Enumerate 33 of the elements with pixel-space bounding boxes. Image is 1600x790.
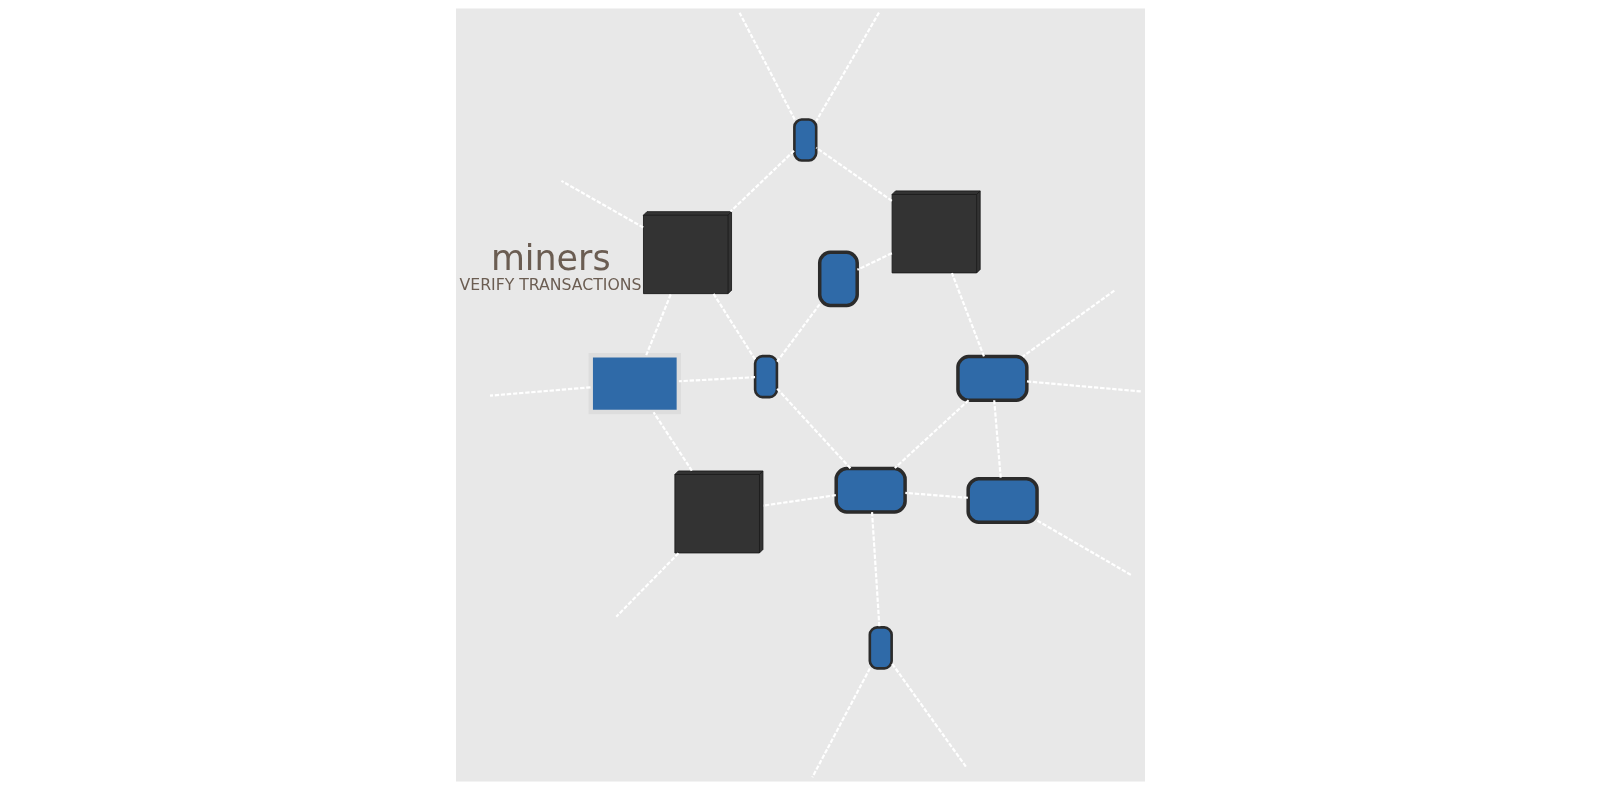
- node-laptop: [833, 466, 907, 514]
- connector: [615, 552, 679, 618]
- connector: [712, 293, 756, 360]
- connector: [738, 12, 796, 120]
- node-phone: [868, 626, 893, 670]
- connector: [644, 293, 672, 356]
- connector: [893, 399, 969, 469]
- connector: [489, 386, 591, 397]
- connector: [904, 491, 968, 499]
- connector: [810, 667, 871, 778]
- connector: [1036, 519, 1131, 576]
- node-phone: [753, 354, 778, 399]
- connector: [775, 303, 820, 363]
- connector: [950, 272, 985, 357]
- node-tablet: [817, 250, 859, 308]
- connector: [762, 494, 836, 507]
- connector: [870, 512, 880, 628]
- connector: [1021, 289, 1115, 358]
- connector: [560, 179, 644, 229]
- connector: [890, 662, 967, 768]
- connector: [814, 12, 880, 122]
- node-laptop: [955, 354, 1029, 402]
- node-monitor: [588, 353, 681, 415]
- connector: [729, 150, 795, 213]
- connector: [1026, 380, 1141, 393]
- connector: [856, 252, 892, 271]
- connector: [815, 146, 892, 202]
- connector: [678, 376, 755, 383]
- node-phone: [792, 118, 817, 162]
- connector: [992, 400, 1002, 479]
- connector: [652, 411, 693, 472]
- connector: [775, 387, 851, 470]
- node-laptop: [965, 476, 1039, 524]
